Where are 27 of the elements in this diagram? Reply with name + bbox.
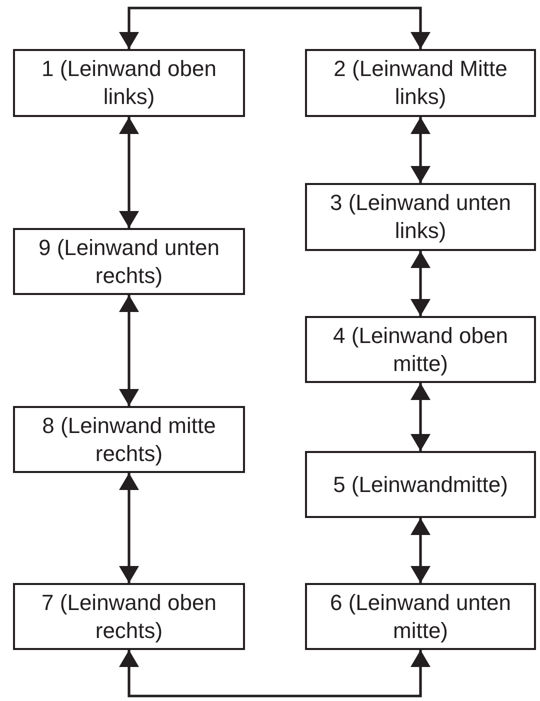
- double-arrow: [119, 6, 430, 49]
- box-label: 5 (Leinwandmitte): [333, 470, 508, 498]
- process-box: [13, 228, 245, 295]
- process-box: [305, 183, 536, 251]
- box-label: 9 (Leinwand unten rechts): [37, 234, 221, 290]
- double-arrow: [410, 117, 430, 183]
- box-label: 2 (Leinwand Mitte links): [332, 55, 508, 111]
- double-arrow: [119, 473, 139, 583]
- double-arrow: [410, 518, 430, 583]
- box-label: 7 (Leinwand oben rechts): [40, 588, 218, 644]
- process-box: [13, 583, 245, 650]
- process-box: [305, 583, 536, 650]
- double-arrow: [119, 650, 430, 698]
- box-label: 8 (Leinwand mitte rechts): [41, 412, 217, 468]
- double-arrow: [119, 295, 139, 406]
- process-box: [305, 451, 536, 518]
- box-label: 4 (Leinwand oben mitte): [332, 322, 509, 378]
- double-arrow: [410, 383, 430, 451]
- process-box: [305, 316, 536, 383]
- process-box: [305, 49, 536, 117]
- process-box: [13, 49, 245, 117]
- box-label: 1 (Leinwand oben links): [40, 55, 218, 111]
- box-label: 3 (Leinwand unten links): [328, 189, 512, 245]
- double-arrow: [119, 117, 139, 228]
- double-arrow: [410, 251, 430, 316]
- process-box: [13, 406, 245, 473]
- box-label: 6 (Leinwand unten mitte): [328, 588, 512, 644]
